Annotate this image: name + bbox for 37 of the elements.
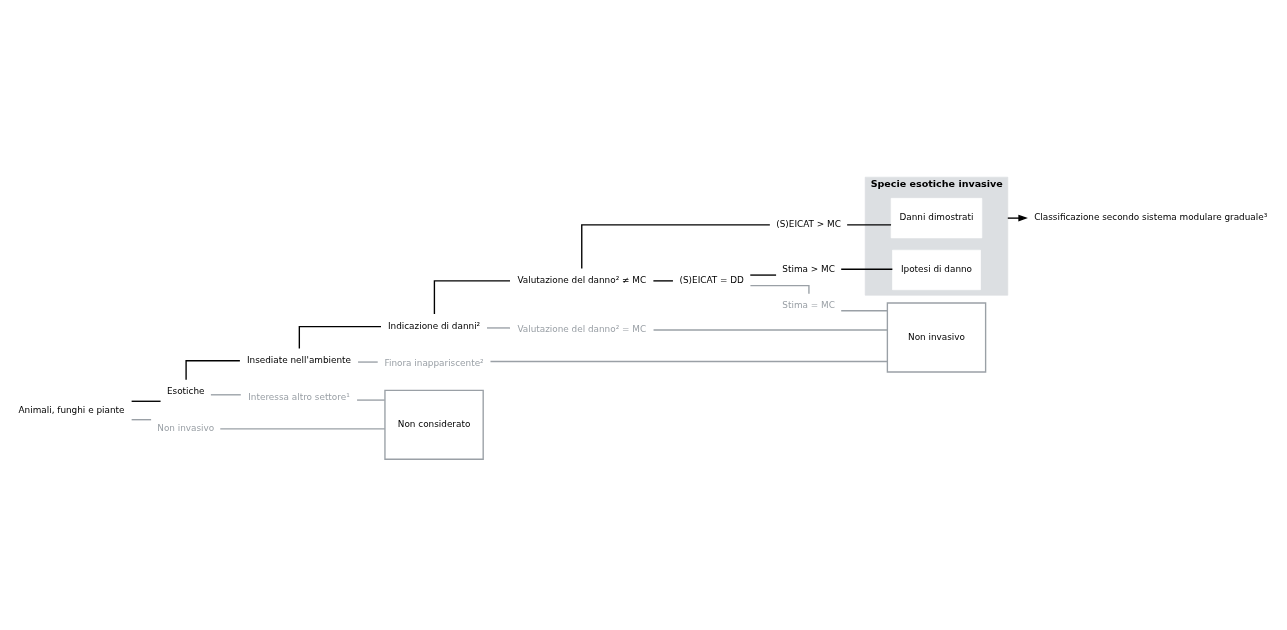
node-text: Insediate nell'ambiente	[246, 354, 352, 365]
node-box: Non considerato	[384, 389, 484, 460]
node-box: Ipotesi di danno	[892, 249, 981, 290]
connector	[846, 223, 892, 226]
connector	[486, 326, 511, 329]
node-text: Animali, funghi e piante	[18, 404, 125, 415]
connector	[130, 418, 152, 420]
node-text: (S)EICAT > MC	[776, 218, 841, 229]
arrow	[1007, 214, 1028, 221]
node-text: Indicazione di danni²	[387, 320, 481, 331]
connector	[210, 393, 242, 395]
node-text: Finora inappariscente²	[384, 357, 484, 368]
node-text: Esotiche	[166, 385, 205, 396]
node-text: Non invasivo	[157, 422, 215, 433]
connector	[356, 398, 386, 401]
node-text: (S)EICAT = DD	[679, 274, 744, 285]
node-text: Valutazione del danno² = MC	[517, 323, 647, 334]
connector	[489, 360, 888, 362]
connector	[219, 427, 386, 430]
connector	[840, 309, 888, 311]
node-text: Valutazione del danno² ≠ MC	[517, 274, 647, 285]
connector	[298, 325, 382, 349]
connector	[130, 400, 162, 402]
node-text: Interessa altro settore¹	[248, 391, 350, 402]
connector	[357, 360, 379, 363]
node-text: Stima = MC	[782, 299, 835, 310]
connector	[433, 279, 511, 315]
connector	[185, 359, 241, 380]
node-text: Classificazione secondo sistema modulare graduale³	[1034, 211, 1268, 222]
connector	[652, 328, 888, 331]
connector	[840, 268, 894, 270]
node-box: Non invasivo	[886, 301, 987, 373]
node-box: Danni dimostrati	[890, 197, 983, 238]
connector	[652, 279, 674, 282]
connector	[581, 223, 771, 269]
node-text: Stima > MC	[782, 263, 835, 274]
connector	[749, 273, 777, 276]
